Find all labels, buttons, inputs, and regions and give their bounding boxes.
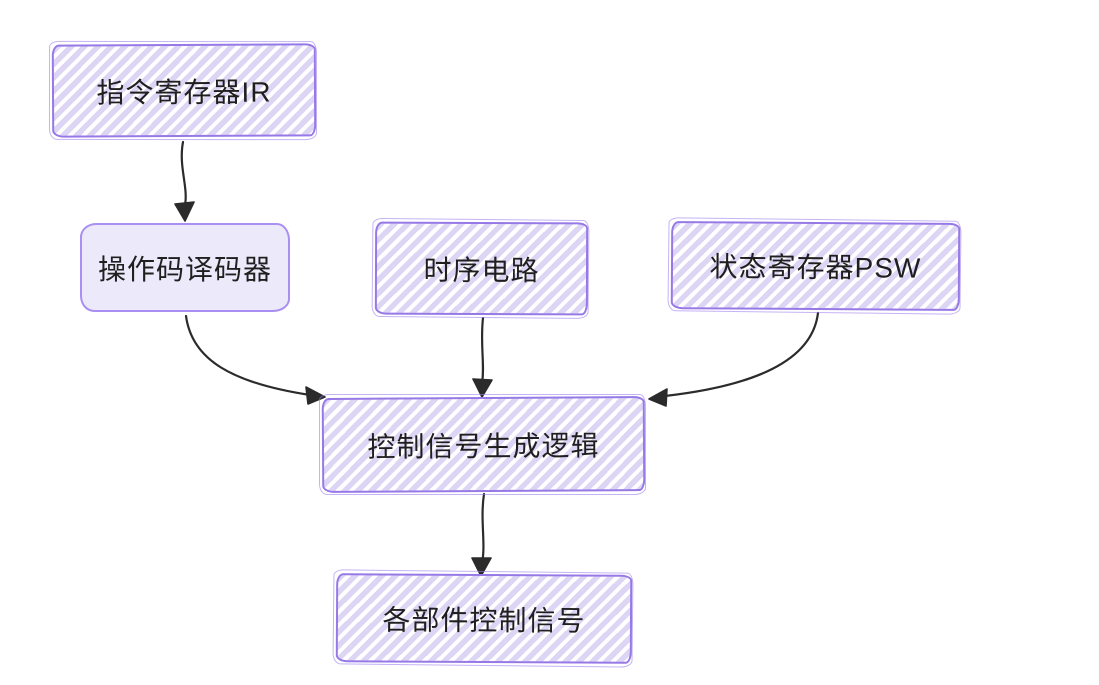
node-instruction-register-ir: 指令寄存器IR <box>51 43 317 138</box>
node-label: 控制信号生成逻辑 <box>367 429 600 463</box>
node-timing-circuit: 时序电路 <box>374 221 589 316</box>
node-control-signal-generation-logic: 控制信号生成逻辑 <box>321 396 646 493</box>
node-label: 操作码译码器 <box>97 253 272 285</box>
node-status-register-psw: 状态寄存器PSW <box>670 221 961 311</box>
node-component-control-signals: 各部件控制信号 <box>335 573 633 664</box>
arrow-timing-to-control <box>472 316 493 398</box>
node-label: 指令寄存器IR <box>96 76 272 108</box>
node-opcode-decoder: 操作码译码器 <box>80 223 290 312</box>
arrow-control-to-signals <box>471 492 492 577</box>
arrow-decoder-to-control <box>184 314 326 405</box>
arrow-ir-to-decoder <box>174 140 195 222</box>
node-label: 状态寄存器PSW <box>709 251 922 284</box>
arrow-psw-to-control <box>648 311 820 407</box>
node-label: 时序电路 <box>423 254 540 286</box>
node-label: 各部件控制信号 <box>382 603 586 637</box>
